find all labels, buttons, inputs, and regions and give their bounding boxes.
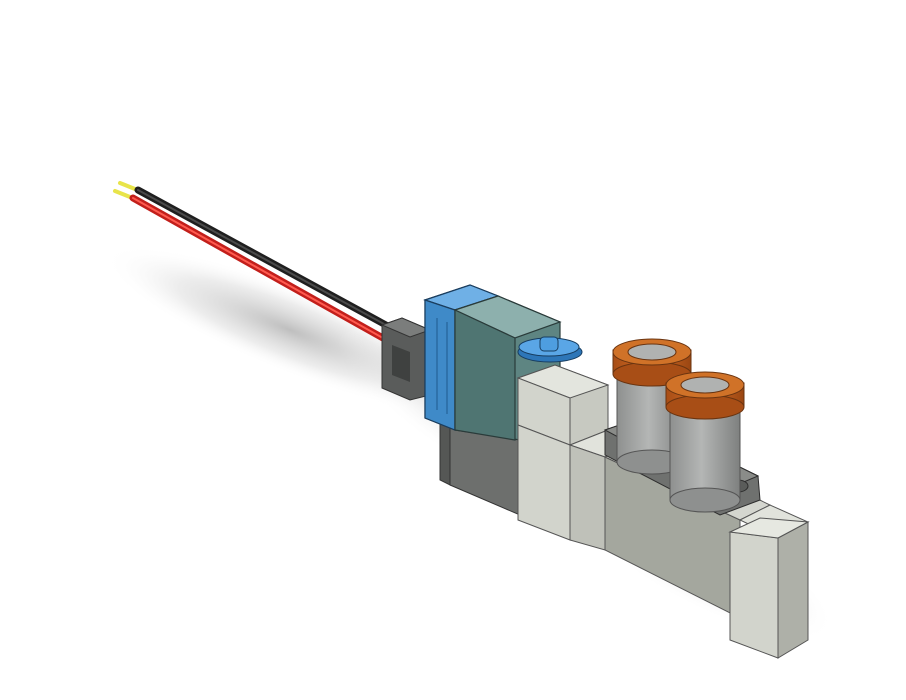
connector-housing [380,317,432,401]
manual-override-knob [517,336,583,376]
pilot-block [516,364,610,446]
lead-wires [113,181,399,346]
push-fitting-2 [665,371,745,513]
